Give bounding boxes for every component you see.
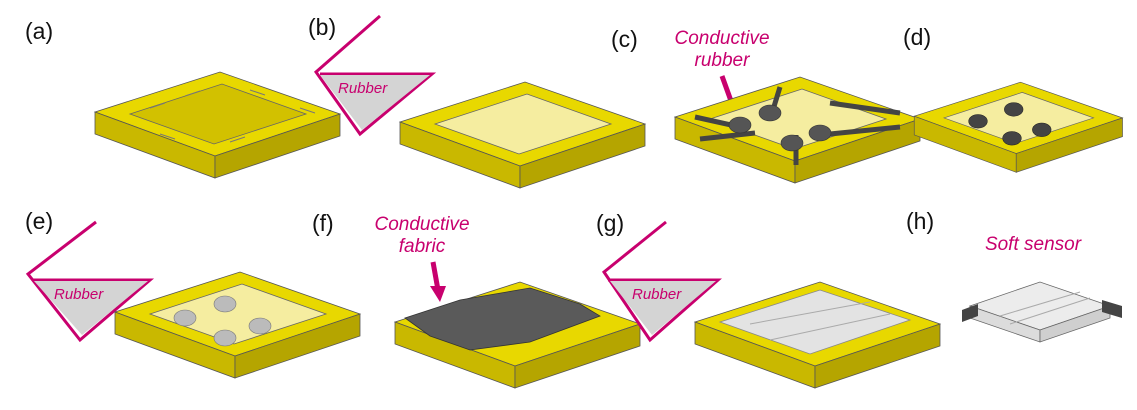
annotation-soft-sensor: Soft sensor xyxy=(984,234,1082,255)
annotation-line: rubber xyxy=(694,50,750,71)
annotation-conductive-fabric: Conductive fabric xyxy=(362,214,482,258)
panel-g-mold xyxy=(694,281,941,389)
rubber-label-e: Rubber xyxy=(54,286,104,303)
panel-e-rubber-funnel xyxy=(25,220,155,343)
panel-label-g: (g) xyxy=(596,210,625,236)
panel-f-mold xyxy=(394,281,641,389)
panel-h-soft-sensor xyxy=(962,281,1122,343)
annotation-line: Conductive xyxy=(374,214,470,235)
panel-label-h: (h) xyxy=(906,208,935,234)
panel-f-arrow xyxy=(430,261,441,291)
panel-label-f: (f) xyxy=(312,210,334,236)
annotation-line: fabric xyxy=(398,236,446,257)
panel-c-mold xyxy=(674,76,921,184)
panel-d-mold xyxy=(913,81,1123,173)
panel-g-rubber-funnel xyxy=(601,220,722,343)
annotation-conductive-rubber: Conductive rubber xyxy=(662,28,782,72)
panel-label-c: (c) xyxy=(611,26,638,52)
panel-label-b: (b) xyxy=(308,14,337,40)
panel-b-mold xyxy=(399,81,646,189)
rubber-label-b: Rubber xyxy=(338,80,388,97)
panel-b-rubber-funnel xyxy=(313,14,437,137)
panel-e-mold xyxy=(114,271,361,379)
panel-a-mold xyxy=(94,71,341,179)
panel-label-a: (a) xyxy=(25,18,54,44)
rubber-label-g: Rubber xyxy=(632,286,682,303)
panel-f-arrowhead xyxy=(430,286,446,302)
panel-label-d: (d) xyxy=(903,24,932,50)
annotation-line: Conductive xyxy=(674,28,770,49)
panel-label-e: (e) xyxy=(25,208,54,234)
